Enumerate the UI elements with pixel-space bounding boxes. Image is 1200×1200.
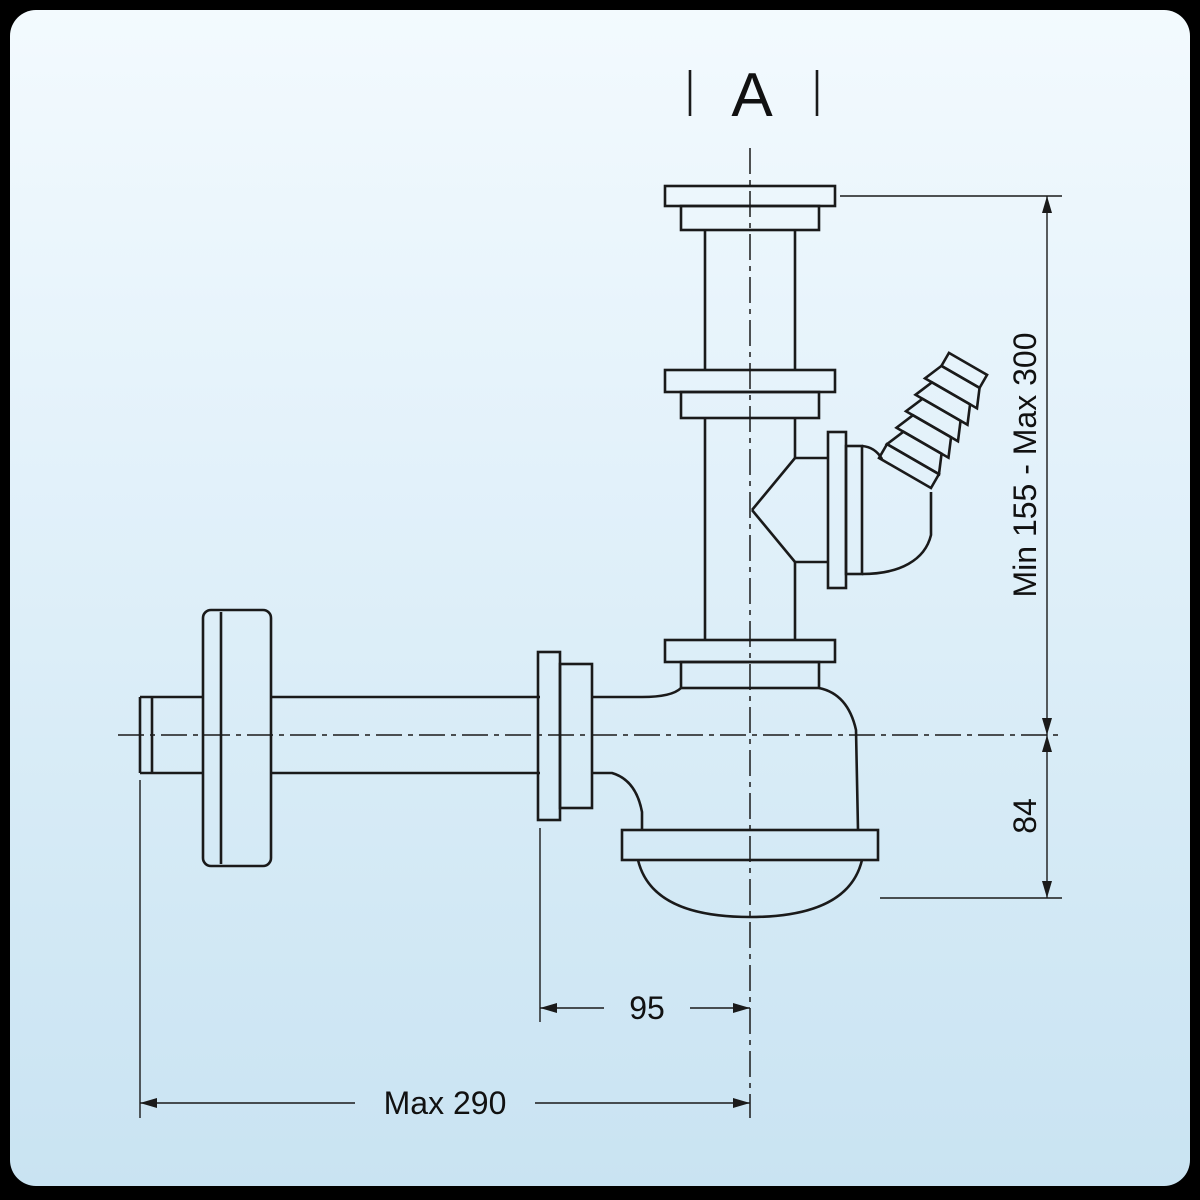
trap-inlet-top-curve: [592, 687, 682, 699]
trap-left-side: [592, 771, 644, 830]
mid-nut-body: [679, 390, 821, 420]
hose-barb: [877, 351, 989, 490]
drawing-sheet: [10, 10, 1190, 1186]
arrow-right: [733, 1098, 750, 1108]
arrow-down: [1042, 881, 1052, 898]
outlet-nut-body: [558, 662, 594, 810]
lower-nut-body: [679, 660, 821, 690]
bottle-trap: [592, 686, 880, 919]
trap-bowl: [636, 859, 864, 919]
dim-height-range-label: Min 155 - Max 300: [1007, 332, 1043, 597]
dimension-trap-height: 84: [880, 735, 1062, 899]
dim-trap-offset-label: 95: [629, 990, 665, 1026]
dim-trap-height-label: 84: [1007, 798, 1043, 834]
arrow-up: [1042, 735, 1052, 752]
elbow-outer-edge: [861, 492, 933, 576]
outlet-nut-lip: [536, 650, 562, 822]
arrow-left: [540, 1003, 557, 1013]
dim-max-width-label: Max 290: [384, 1085, 507, 1121]
branch-flange-outer: [826, 430, 848, 590]
tee-junction-chamfer-bottom: [750, 509, 797, 563]
section-label: A: [731, 61, 773, 130]
arrow-up: [1042, 196, 1052, 213]
barb-tip: [939, 351, 989, 390]
barb-collar: [877, 442, 941, 490]
top-nut: [679, 204, 821, 232]
outlet-pipe: [138, 608, 594, 868]
wall-flange: [201, 608, 273, 868]
inlet-tailpiece: [663, 184, 837, 420]
tee-junction-chamfer-top: [750, 457, 797, 511]
arrow-down: [1042, 718, 1052, 735]
arrow-right: [733, 1003, 750, 1013]
hose-branch: [795, 351, 989, 590]
trap-flange-ring: [620, 828, 880, 862]
tee-fitting: [663, 418, 837, 690]
section-marker: A: [688, 61, 819, 130]
dimension-height-range: Min 155 - Max 300: [840, 195, 1062, 735]
trap-right-side: [818, 686, 860, 831]
arrow-left: [140, 1098, 157, 1108]
branch-flange-inner: [844, 444, 864, 576]
dimension-max-width: Max 290: [139, 780, 750, 1121]
dimension-trap-offset: 95: [539, 828, 750, 1026]
